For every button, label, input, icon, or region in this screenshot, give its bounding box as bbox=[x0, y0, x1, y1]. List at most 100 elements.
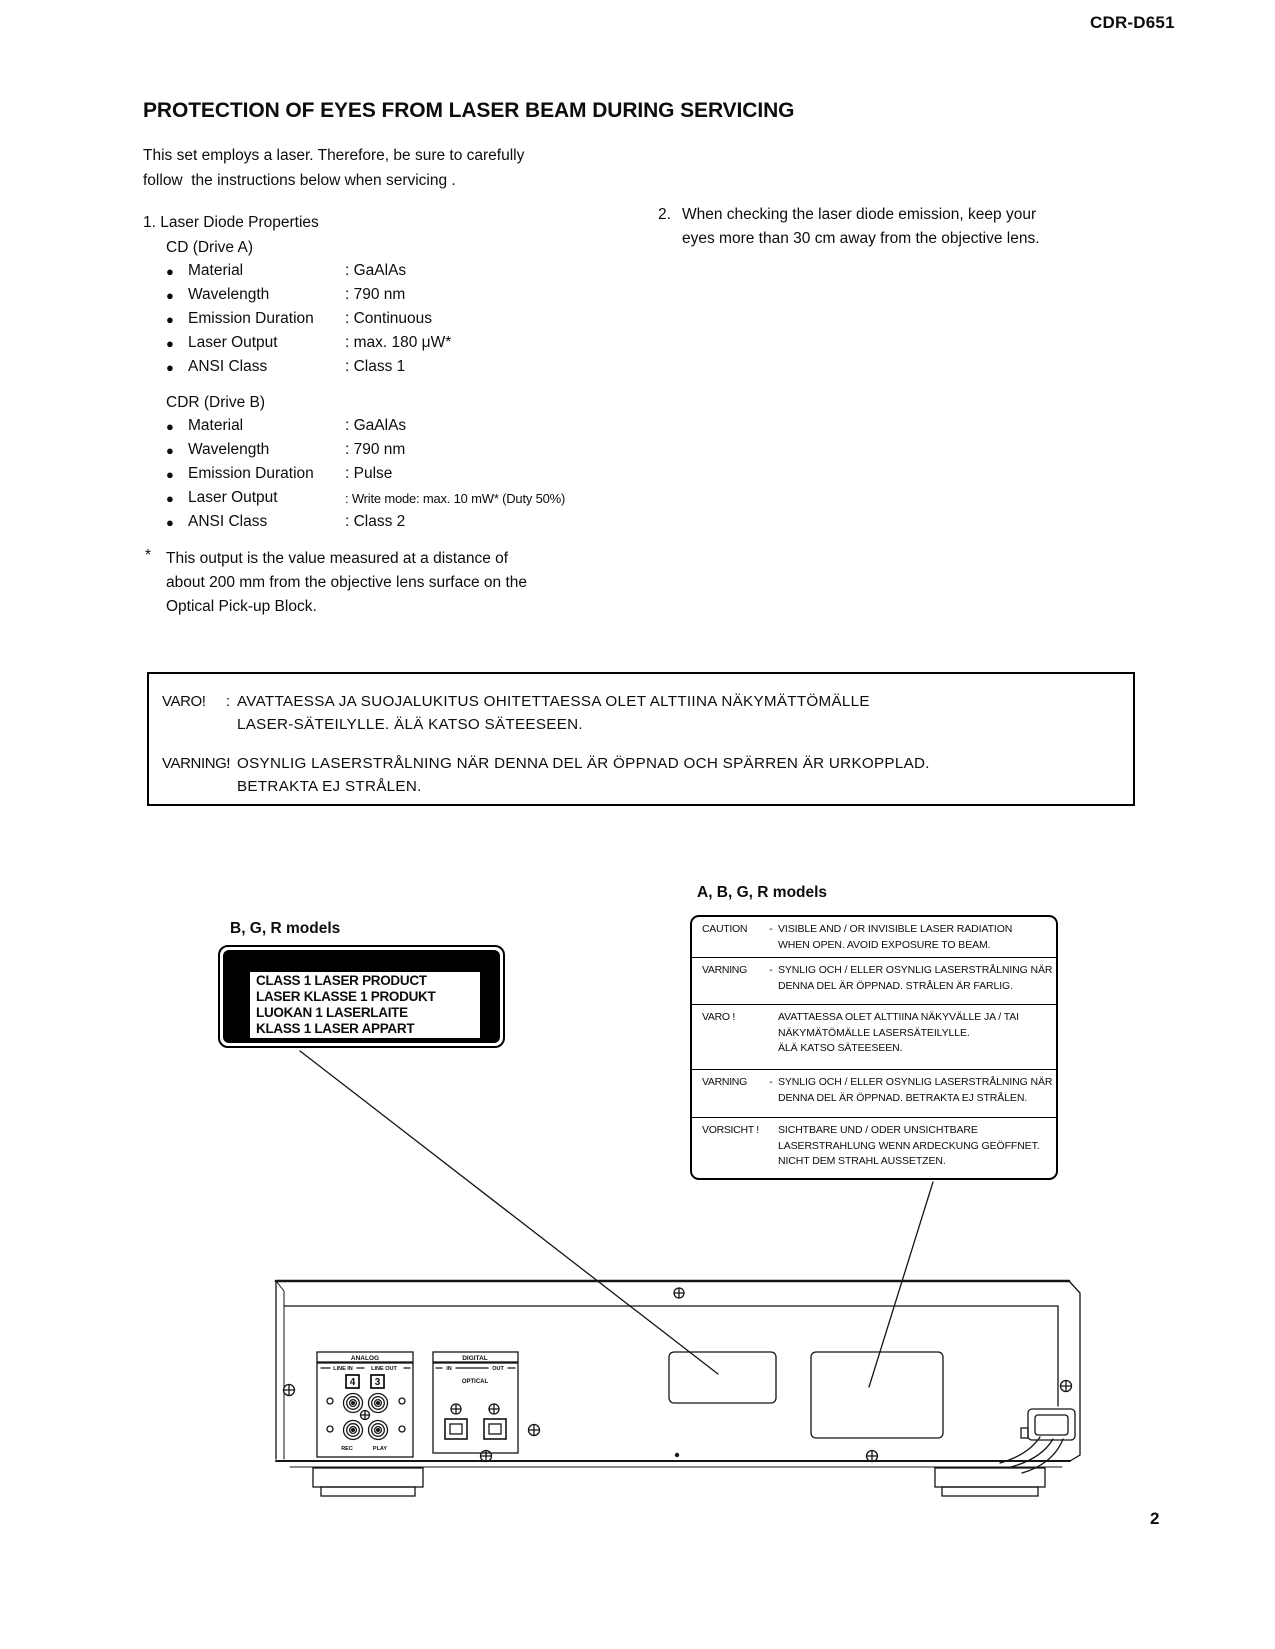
spec-value: : GaAlAs bbox=[345, 262, 407, 279]
leader-line-bgr-label bbox=[299, 1050, 719, 1375]
digital-out-label: OUT bbox=[492, 1366, 504, 1372]
warning-row-varning: VARNING! : OSYNLIG LASERSTRÅLNING NÄR DE… bbox=[149, 752, 1124, 798]
rca-jack bbox=[367, 1392, 389, 1414]
chassis-outline bbox=[274, 1279, 1081, 1468]
spec-row: ● Wavelength : 790 nm bbox=[166, 283, 636, 307]
bullet-icon: ● bbox=[166, 287, 174, 303]
spec-label: Wavelength bbox=[188, 441, 270, 458]
optical-label: OPTICAL bbox=[462, 1379, 489, 1385]
rca-jack bbox=[342, 1419, 364, 1441]
spec-row: ● Emission Duration : Continuous bbox=[166, 307, 636, 331]
warning-text: OSYNLIG LASERSTRÅLNING NÄR DENNA DEL ÄR … bbox=[237, 752, 1124, 798]
page-title: PROTECTION OF EYES FROM LASER BEAM DURIN… bbox=[143, 99, 795, 122]
caution-line: SYNLIG OCH / ELLER OSYNLIG LASERSTRÅLNIN… bbox=[778, 1076, 1053, 1088]
warning-text-line: BETRAKTA EJ STRÅLEN. bbox=[237, 778, 422, 795]
caution-lines: VISIBLE AND / OR INVISIBLE LASER RADIATI… bbox=[778, 922, 1056, 957]
caution-term: VARO ! bbox=[702, 1011, 736, 1023]
bgr-models-heading: B, G, R models bbox=[230, 920, 341, 937]
spec-value: : max. 180 μW* bbox=[345, 334, 452, 351]
section-2-line: When checking the laser diode emission, … bbox=[682, 206, 1037, 223]
class1-laser-label-black-field: CLASS 1 LASER PRODUCT LASER KLASSE 1 PRO… bbox=[223, 950, 500, 1043]
bullet-icon: ● bbox=[166, 359, 174, 375]
warning-label: VARO! bbox=[162, 693, 206, 710]
caution-term: VARNING bbox=[702, 964, 747, 976]
caution-label-placeholder-small bbox=[668, 1351, 777, 1404]
caution-line: WHEN OPEN. AVOID EXPOSURE TO BEAM. bbox=[778, 938, 991, 951]
spec-value: : Continuous bbox=[345, 310, 433, 327]
spec-row: ● Material : GaAlAs bbox=[166, 259, 636, 283]
caution-row: CAUTION - VISIBLE AND / OR INVISIBLE LAS… bbox=[692, 917, 1056, 958]
warning-text-line: OSYNLIG LASERSTRÅLNING NÄR DENNA DEL ÄR … bbox=[237, 755, 930, 772]
caution-line: SICHTBARE UND / ODER UNSICHTBARE bbox=[778, 1124, 978, 1136]
channel-dot bbox=[398, 1397, 406, 1405]
caution-line: SYNLIG OCH / ELLER OSYNLIG LASERSTRÅLNIN… bbox=[778, 964, 1053, 976]
caution-line: DENNA DEL ÄR ÖPPNAD. BETRAKTA EJ STRÅLEN… bbox=[778, 1091, 1028, 1104]
spec-label: Emission Duration bbox=[188, 310, 314, 327]
spec-label: ANSI Class bbox=[188, 358, 268, 375]
screw-icon bbox=[488, 1403, 500, 1415]
spec-label: Laser Output bbox=[188, 489, 278, 506]
class1-laser-label-text-panel: CLASS 1 LASER PRODUCT LASER KLASSE 1 PRO… bbox=[250, 972, 480, 1038]
digital-title: DIGITAL bbox=[462, 1355, 488, 1362]
footnote-marker: * bbox=[145, 547, 152, 564]
caution-row: VARNING - SYNLIG OCH / ELLER OSYNLIG LAS… bbox=[692, 958, 1056, 1005]
optical-connector bbox=[444, 1418, 468, 1440]
foot-left bbox=[312, 1467, 424, 1497]
footnote-line: This output is the value measured at a d… bbox=[166, 550, 509, 567]
bullet-icon: ● bbox=[166, 490, 174, 506]
caution-line: NÄKYMÄTÖMÄLLE LASERSÄTEILYLLE. bbox=[778, 1026, 970, 1039]
section-2: 2. When checking the laser diode emissio… bbox=[658, 203, 1040, 251]
intro-line: follow the instructions below when servi… bbox=[143, 172, 456, 189]
footnote: This output is the value measured at a d… bbox=[166, 547, 616, 619]
rca-jack bbox=[342, 1392, 364, 1414]
screw-icon bbox=[673, 1287, 685, 1299]
section-2-line: eyes more than 30 cm away from the objec… bbox=[682, 230, 1040, 247]
spec-label: Laser Output bbox=[188, 334, 278, 351]
varo-varning-warning-box: VARO! : AVATTAESSA JA SUOJALUKITUS OHITE… bbox=[147, 672, 1135, 806]
analog-io-panel bbox=[316, 1351, 414, 1458]
caution-line: NICHT DEM STRAHL AUSSETZEN. bbox=[778, 1155, 946, 1167]
leader-line-abgr-label bbox=[868, 1181, 934, 1388]
bullet-icon: ● bbox=[166, 418, 174, 434]
spec-row: ● Material : GaAlAs bbox=[166, 414, 636, 438]
spec-label: Material bbox=[188, 417, 244, 434]
jack-number-4: 4 bbox=[350, 1377, 356, 1388]
spec-value: : Class 1 bbox=[345, 358, 406, 375]
caution-row: VARO ! AVATTAESSA OLET ALTTIINA NÄKYVÄLL… bbox=[692, 1005, 1056, 1070]
group-name-cdr: CDR (Drive B) bbox=[166, 394, 266, 411]
line-out-label: LINE OUT bbox=[371, 1366, 397, 1372]
bullet-icon: ● bbox=[166, 514, 174, 530]
bullet-icon: ● bbox=[166, 311, 174, 327]
caution-label-table: CAUTION - VISIBLE AND / OR INVISIBLE LAS… bbox=[690, 915, 1058, 1180]
spec-label: Material bbox=[188, 262, 244, 279]
caution-row: VARNING - SYNLIG OCH / ELLER OSYNLIG LAS… bbox=[692, 1070, 1056, 1118]
caution-dash: - bbox=[769, 964, 773, 976]
channel-dot bbox=[398, 1425, 406, 1433]
caution-line: ÄLÄ KATSO SÄTEESEEN. bbox=[778, 1042, 903, 1054]
intro-paragraph: This set employs a laser. Therefore, be … bbox=[143, 143, 524, 193]
caution-lines: SICHTBARE UND / ODER UNSICHTBARE LASERST… bbox=[778, 1123, 1056, 1178]
spec-label: Emission Duration bbox=[188, 465, 314, 482]
group-name-cd: CD (Drive A) bbox=[166, 239, 253, 256]
caution-term: CAUTION bbox=[702, 923, 748, 935]
screw-icon bbox=[527, 1423, 541, 1437]
warning-colon: : bbox=[226, 755, 231, 772]
caution-lines: SYNLIG OCH / ELLER OSYNLIG LASERSTRÅLNIN… bbox=[778, 963, 1056, 1004]
warning-text-line: AVATTAESSA JA SUOJALUKITUS OHITETTAESSA … bbox=[237, 693, 870, 710]
spec-value: : GaAlAs bbox=[345, 417, 407, 434]
footnote-line: Optical Pick-up Block. bbox=[166, 598, 317, 615]
optical-connector bbox=[483, 1418, 507, 1440]
caution-term: VORSICHT ! bbox=[702, 1124, 759, 1136]
digital-io-panel bbox=[432, 1351, 519, 1454]
cdr-spec-list: ● Material : GaAlAs ● Wavelength : 790 n… bbox=[166, 414, 636, 534]
bullet-icon: ● bbox=[166, 466, 174, 482]
screw-icon bbox=[865, 1449, 879, 1463]
spec-label: ANSI Class bbox=[188, 513, 268, 530]
spec-value: : 790 nm bbox=[345, 441, 406, 458]
jack-number-3: 3 bbox=[375, 1377, 381, 1388]
caution-dash: - bbox=[769, 923, 773, 935]
power-cord bbox=[999, 1408, 1076, 1474]
rca-jack bbox=[367, 1419, 389, 1441]
label-line: LASER KLASSE 1 PRODUKT bbox=[256, 989, 436, 1004]
